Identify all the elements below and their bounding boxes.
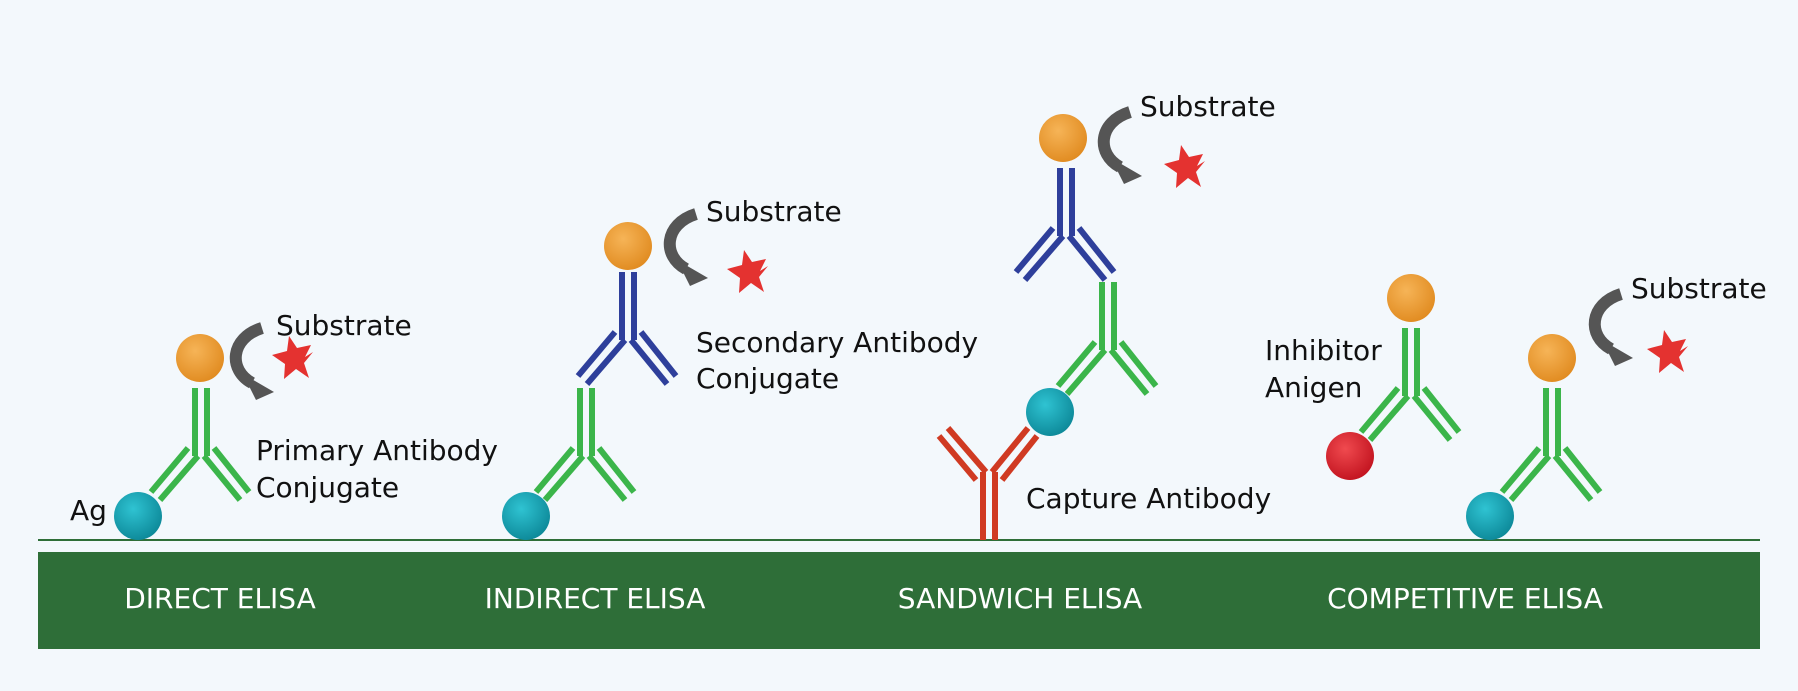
substrate-label: Substrate <box>276 309 412 342</box>
curved-arrow-icon <box>1588 288 1633 366</box>
inhibitor-label-line1: Inhibitor <box>1265 334 1382 367</box>
panel-label-sandwich: SANDWICH ELISA <box>898 582 1142 615</box>
antibody-icon <box>533 388 637 502</box>
enzyme-icon <box>176 334 224 382</box>
enzyme-icon <box>1039 114 1087 162</box>
substrate-label: Substrate <box>1631 272 1767 305</box>
secondary-antibody-icon <box>575 272 679 386</box>
antibody-icon <box>1055 282 1159 396</box>
indirect-elisa-group: Substrate Secondary Antibody Conjugate <box>502 195 978 540</box>
substrate-label: Substrate <box>1140 90 1276 123</box>
capture-antibody-icon <box>936 426 1040 540</box>
primary-conjugate-label-line2: Conjugate <box>256 471 399 504</box>
secondary-antibody-icon <box>1013 168 1117 282</box>
secondary-conjugate-label-line1: Secondary Antibody <box>696 326 978 359</box>
panel-label-indirect: INDIRECT ELISA <box>485 582 706 615</box>
antigen-icon <box>1466 492 1514 540</box>
substrate-star-icon <box>1164 145 1205 188</box>
competitive-elisa-group: Inhibitor Anigen Substrate <box>1265 272 1767 540</box>
antigen-icon <box>114 492 162 540</box>
curved-arrow-icon <box>663 208 708 286</box>
inhibitor-label-line2: Anigen <box>1265 371 1362 404</box>
panel-label-direct: DIRECT ELISA <box>124 582 316 615</box>
substrate-star-icon <box>1647 330 1688 373</box>
enzyme-icon <box>1528 334 1576 382</box>
ag-label: Ag <box>70 494 107 527</box>
substrate-label: Substrate <box>706 195 842 228</box>
curved-arrow-icon <box>1097 106 1142 184</box>
enzyme-icon <box>1387 274 1435 322</box>
substrate-star-icon <box>272 336 313 379</box>
antibody-icon <box>1499 388 1603 502</box>
direct-elisa-group: Substrate Ag Primary Antibody Conjugate <box>70 309 498 540</box>
antibody-icon <box>148 388 252 502</box>
inhibitor-antibody-icon <box>1358 328 1462 442</box>
plate-bar <box>38 552 1760 649</box>
secondary-conjugate-label-line2: Conjugate <box>696 362 839 395</box>
primary-conjugate-label-line1: Primary Antibody <box>256 434 498 467</box>
sandwich-elisa-group: Substrate Capture Antibody <box>936 90 1276 540</box>
antigen-icon <box>502 492 550 540</box>
panel-label-competitive: COMPETITIVE ELISA <box>1327 582 1603 615</box>
enzyme-icon <box>604 222 652 270</box>
capture-antibody-label: Capture Antibody <box>1026 482 1271 515</box>
substrate-star-icon <box>727 250 768 293</box>
antigen-icon <box>1026 388 1074 436</box>
curved-arrow-icon <box>229 322 274 400</box>
inhibitor-antigen-icon <box>1326 432 1374 480</box>
